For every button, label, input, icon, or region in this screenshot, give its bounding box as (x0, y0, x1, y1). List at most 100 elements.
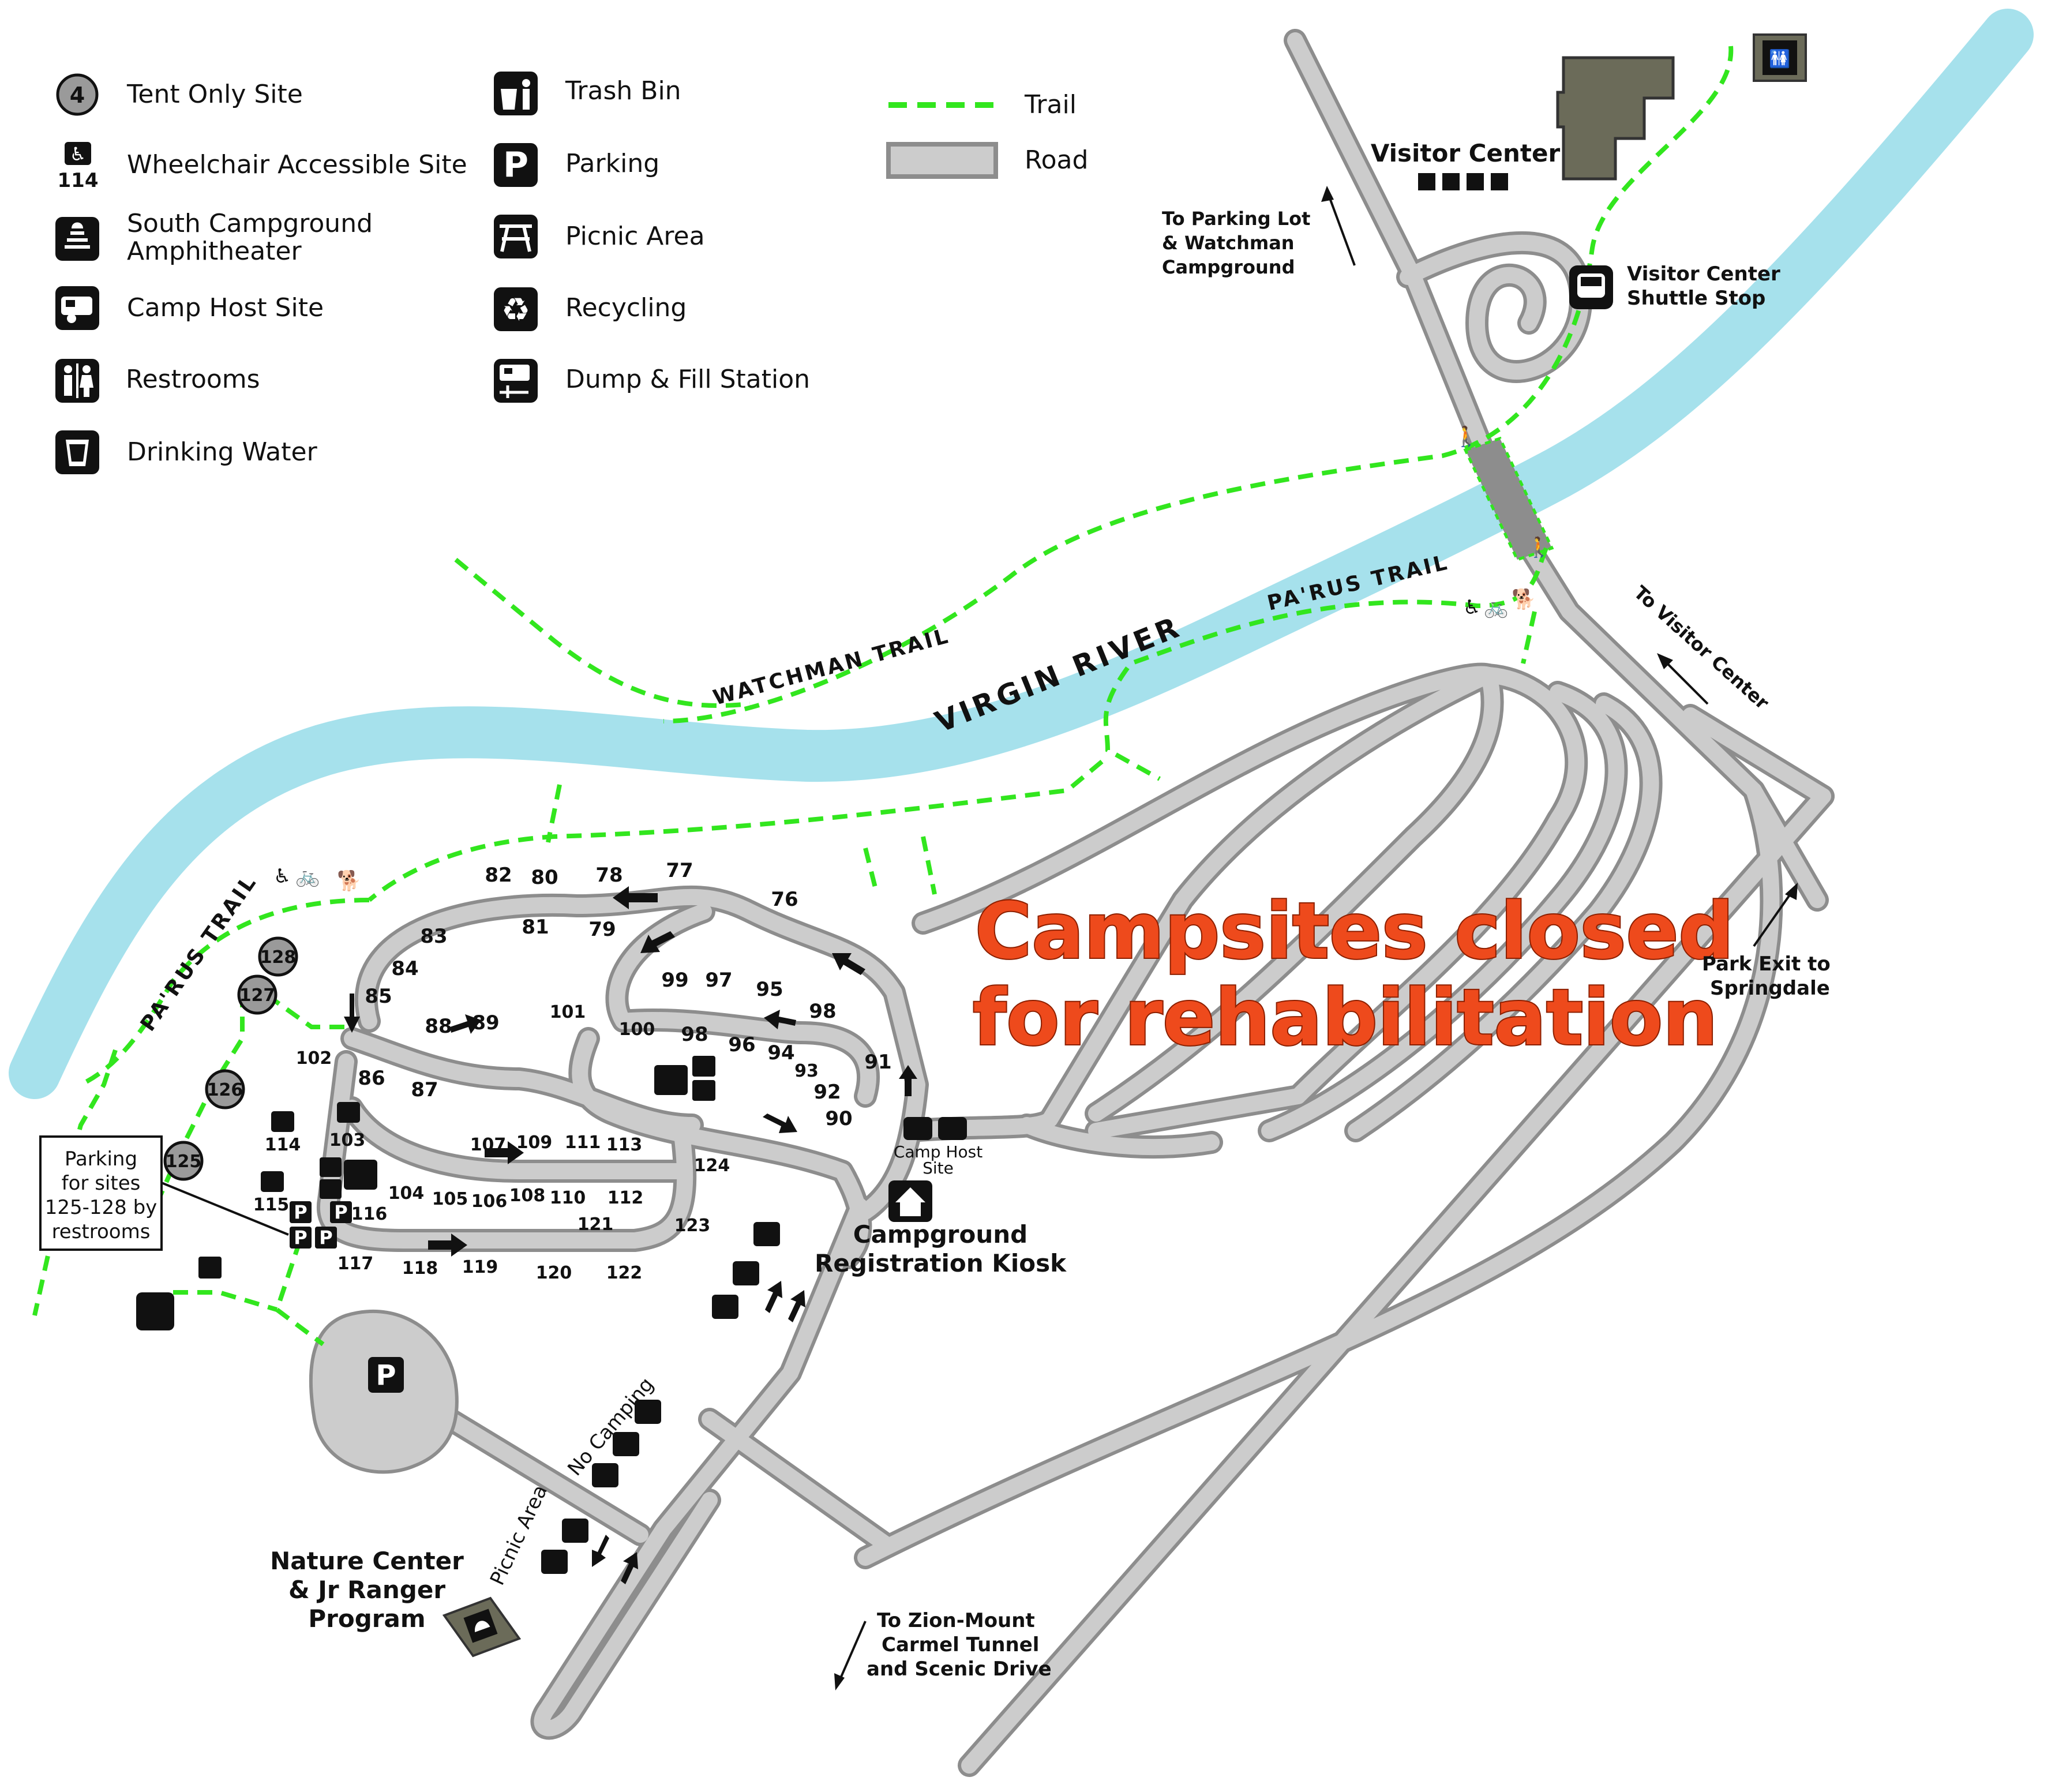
svg-text:To Parking Lot: To Parking Lot (1162, 208, 1310, 230)
restrooms-icon (654, 1065, 688, 1095)
svg-text:Carmel Tunnel: Carmel Tunnel (882, 1633, 1039, 1656)
site-number: 85 (365, 985, 392, 1008)
site-number: 81 (522, 916, 549, 939)
site-number: 110 (550, 1188, 586, 1208)
bridge (1463, 436, 1554, 562)
bike-icon: 🚲 (295, 865, 320, 888)
svg-text:Road: Road (1025, 145, 1088, 175)
wheelchair-icon: ♿ (1463, 596, 1480, 619)
svg-text:Nature Center: Nature Center (270, 1547, 464, 1575)
svg-text:P: P (376, 1359, 396, 1392)
site-number: 88 (425, 1015, 452, 1038)
visitor-center-label: Visitor Center (1371, 139, 1561, 190)
svg-text:and Scenic Drive: and Scenic Drive (867, 1658, 1052, 1681)
svg-text:Campsites closed: Campsites closed (975, 886, 1734, 976)
legend-item-dump-fill: Dump & Fill Station (494, 359, 810, 403)
svg-text:125-128 by: 125-128 by (45, 1196, 158, 1219)
svg-text:for rehabilitation: for rehabilitation (973, 973, 1718, 1063)
site-number: 78 (595, 864, 622, 887)
visitor-center-building: 🚻 (1556, 33, 1807, 181)
svg-text:P: P (294, 1227, 307, 1249)
svg-text:Visitor Center: Visitor Center (1371, 139, 1561, 167)
trash-bin-icon (692, 1056, 715, 1077)
site-number: 79 (588, 918, 616, 941)
svg-text:WATCHMAN TRAIL: WATCHMAN TRAIL (711, 624, 952, 710)
site-number: 120 (536, 1263, 572, 1283)
drinking-water-icon (320, 1179, 342, 1199)
site-number: 113 (606, 1135, 643, 1155)
legend: 4 Tent Only Site ♿ 114 Wheelchair Access… (55, 72, 1088, 474)
site-number: 124 (694, 1156, 730, 1176)
svg-text:Dump & Fill Station: Dump & Fill Station (565, 365, 810, 394)
pedestrian-icon: 🚶 (1527, 536, 1551, 559)
site-number: 101 (550, 1002, 586, 1022)
site-number: 80 (531, 866, 558, 889)
svg-text:Recycling: Recycling (565, 293, 687, 323)
svg-text:Camp Host: Camp Host (894, 1142, 982, 1161)
legend-item-road: Road (886, 142, 1088, 179)
site-number: 116 (351, 1204, 388, 1224)
site-number: 82 (485, 864, 512, 887)
site-number: 98 (809, 1000, 836, 1023)
parking-note: Parking for sites 125-128 by restrooms (39, 1135, 289, 1251)
road-swatch-icon (886, 142, 998, 179)
registration-kiosk: Campground Registration Kiosk (815, 1180, 1067, 1277)
svg-text:P: P (319, 1227, 332, 1249)
dog-icon: 🐕 (337, 869, 361, 893)
legend-item-trail: Trail (888, 90, 1077, 119)
svg-text:Camp Host Site: Camp Host Site (127, 293, 324, 323)
site-number: 99 (661, 969, 688, 992)
parking-icon (494, 143, 538, 187)
svg-text:Restrooms: Restrooms (126, 365, 260, 394)
bike-icon: 🚲 (1484, 596, 1508, 619)
site-number: 84 (391, 957, 418, 980)
site-number: 86 (358, 1067, 385, 1090)
site-number: 118 (402, 1258, 438, 1279)
legend-item-parking: P Parking (494, 143, 659, 187)
watchman-trail-label: WATCHMAN TRAIL (711, 624, 952, 710)
svg-text:Tent Only Site: Tent Only Site (126, 80, 303, 109)
dump-fill-station-icon (753, 1222, 780, 1246)
campsite-numbers: 82 80 78 77 76 83 81 79 84 85 99 97 95 9… (253, 859, 892, 1283)
picnic-area-icon (592, 1463, 618, 1487)
svg-text:& Watchman: & Watchman (1162, 232, 1295, 254)
tent-site-marker: 128 (258, 936, 298, 977)
site-number: 77 (666, 859, 693, 882)
site-number: 97 (705, 969, 732, 992)
closed-notice: Campsites closed for rehabilitation (972, 885, 1735, 1064)
site-number: 123 (674, 1216, 711, 1236)
svg-text:P: P (294, 1201, 307, 1223)
tent-only-sites: 128 127 126 125 (163, 936, 298, 1181)
svg-text:128: 128 (260, 947, 297, 968)
tent-site-marker: 126 (205, 1069, 245, 1109)
svg-text:P: P (503, 145, 528, 185)
site-number: 100 (619, 1019, 655, 1040)
site-number: 109 (516, 1133, 553, 1153)
svg-text:126: 126 (207, 1080, 243, 1100)
wheelchair-accessible-site-icon (65, 142, 91, 165)
site-number: 83 (420, 925, 447, 948)
legend-item-amphitheater: South Campground Amphitheater (55, 209, 373, 266)
svg-text:Drinking Water: Drinking Water (127, 437, 318, 467)
site-number: 95 (756, 978, 783, 1001)
trash-bin-icon (320, 1157, 342, 1177)
site-number: 93 (794, 1061, 819, 1081)
svg-text:♿: ♿ (70, 143, 87, 165)
svg-text:Trash Bin: Trash Bin (565, 76, 681, 106)
site-number: 115 (253, 1195, 290, 1215)
svg-text:127: 127 (239, 985, 276, 1006)
park-exit-label: Park Exit to Springdale (1702, 883, 1831, 1000)
svg-text:🚻: 🚻 (1769, 48, 1790, 69)
map-facility-icons (136, 1056, 780, 1574)
recycling-icon (712, 1295, 738, 1319)
svg-text:Program: Program (308, 1604, 425, 1633)
site-number: 92 (813, 1081, 841, 1104)
site-number: 111 (565, 1133, 601, 1153)
svg-text:Registration Kiosk: Registration Kiosk (815, 1249, 1067, 1277)
picnic-area-icon (613, 1432, 639, 1456)
svg-text:& Jr Ranger: & Jr Ranger (288, 1576, 445, 1604)
amphitheater-icon (136, 1292, 174, 1330)
restroom-parking-icons: P P P P (290, 1201, 352, 1249)
svg-text:for sites: for sites (62, 1172, 141, 1195)
site-number: 106 (471, 1191, 508, 1212)
